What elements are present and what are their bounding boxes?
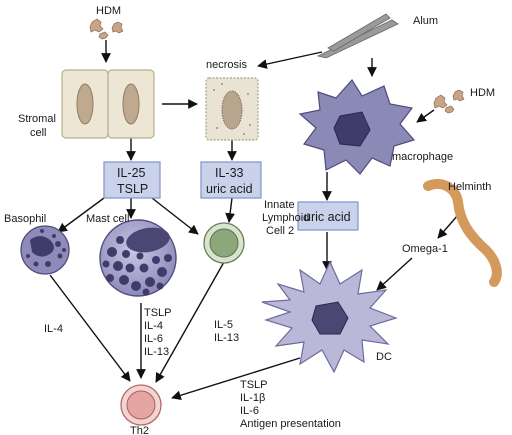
dendritic-cell	[261, 260, 398, 374]
box-uric-line: uric acid	[304, 210, 351, 224]
cytokine-ilc2-2: IL-13	[214, 332, 239, 344]
cytokine-mast-4: IL-13	[144, 346, 169, 358]
label-helminth: Helminth	[448, 181, 491, 193]
label-macrophage: macrophage	[392, 151, 453, 163]
box-il25-line2: TSLP	[117, 182, 148, 196]
arrow-basophil-to-th2	[49, 274, 131, 382]
stromal-cells	[61, 69, 155, 139]
arrow-helminth-to-omega1	[437, 214, 459, 239]
th2-cell	[120, 384, 162, 426]
box-il25-line1: IL-25	[117, 166, 146, 180]
necrotic-cell	[205, 77, 259, 141]
cytokine-dc-2: IL-1β	[240, 392, 265, 404]
cytokine-ilc2-1: IL-5	[214, 319, 233, 331]
label-th2: Th2	[130, 425, 149, 435]
label-alum: Alum	[413, 15, 438, 27]
cytokine-mast-3: IL-6	[144, 333, 163, 345]
arrow-il25-to-ilc2	[151, 197, 199, 235]
box-il33-line1: IL-33	[215, 166, 244, 180]
label-omega1: Omega-1	[402, 243, 448, 255]
label-ilc2-3: Cell 2	[266, 225, 294, 237]
label-hdm-right: HDM	[470, 87, 495, 99]
label-ilc2-1: Innate	[264, 199, 295, 211]
arrow-il33-to-ilc2	[225, 197, 235, 223]
box-il33-line2: uric acid	[206, 182, 253, 196]
label-hdm-top: HDM	[96, 5, 121, 17]
label-basophil: Basophil	[4, 213, 46, 225]
label-mast-cell: Mast cell	[86, 213, 129, 225]
label-ilc2-2: Lymphoid	[262, 212, 309, 224]
hdm-particles-top	[89, 18, 124, 40]
label-necrosis: necrosis	[206, 59, 247, 71]
arrow-dc-to-th2	[171, 357, 301, 401]
basophil-cell	[20, 225, 70, 275]
box-il33-uricacid: IL-33 uric acid	[200, 161, 262, 199]
cytokine-dc-3: IL-6	[240, 405, 259, 417]
ilc2-cell	[203, 222, 245, 264]
cytokine-dc-1: TSLP	[240, 379, 268, 391]
cytokine-mast-1: TSLP	[144, 307, 172, 319]
arrow-hdm-to-macrophage	[416, 109, 435, 123]
mast-cell	[99, 219, 177, 297]
alum-crystals	[316, 13, 399, 59]
hdm-particles-right	[433, 89, 465, 114]
arrow-ilc2-to-th2	[155, 261, 225, 383]
label-dc: DC	[376, 351, 392, 363]
cytokine-basophil-1: IL-4	[44, 323, 63, 335]
helminth-worm	[423, 179, 502, 287]
box-il25-tslp: IL-25 TSLP	[103, 161, 161, 199]
label-stromal-1: Stromal	[18, 113, 56, 125]
macrophage	[298, 79, 416, 175]
label-stromal-2: cell	[30, 127, 47, 139]
box-uric-acid: uric acid	[297, 201, 359, 231]
cytokine-dc-4: Antigen presentation	[240, 418, 341, 430]
arrow-omega1-to-dc	[376, 257, 413, 291]
arrow-alum-to-necrosis	[257, 51, 323, 69]
cytokine-mast-2: IL-4	[144, 320, 163, 332]
arrow-il25-to-basophil	[57, 197, 105, 233]
